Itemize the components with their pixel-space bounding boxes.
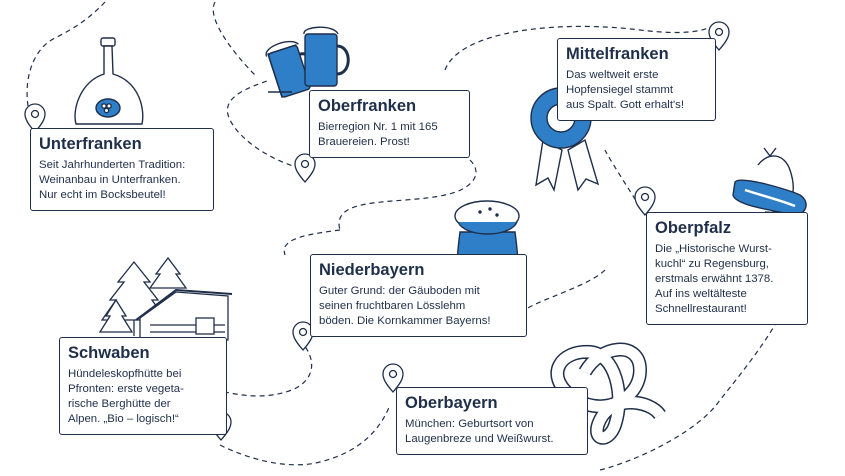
region-description: München: Geburtsort von Laugenbreze und …: [405, 418, 554, 445]
region-title: Oberfranken: [318, 97, 417, 115]
region-card-oberbayern: Oberbayern München: Geburtsort von Lauge…: [396, 387, 588, 455]
map-pin-icon: [382, 363, 404, 393]
region-card-unterfranken: Unterfranken Seit Jahrhunderten Traditio…: [30, 128, 214, 211]
region-description: Die „Historische Wurst- kuchl“ zu Regens…: [655, 243, 774, 315]
region-title: Schwaben: [68, 344, 150, 362]
sausage-icon: [732, 147, 807, 216]
mountain-hut-icon: [98, 256, 233, 341]
map-pin-icon: [292, 321, 314, 351]
region-description: Guter Grund: der Gäuboden mit seinen fru…: [319, 285, 491, 327]
region-description: Seit Jahrhunderten Tradition: Weinanbau …: [39, 159, 186, 201]
map-pin-icon: [294, 153, 316, 183]
region-title: Mittelfranken: [566, 45, 669, 63]
map-pin-icon: [24, 103, 46, 133]
region-title: Unterfranken: [39, 135, 142, 153]
region-description: Hündeleskopfhütte bei Pfronten: erste ve…: [68, 368, 184, 425]
region-description: Das weltweit erste Hopfensiegel stammt a…: [566, 69, 685, 111]
region-card-niederbayern: Niederbayern Guter Grund: der Gäuboden m…: [310, 254, 527, 337]
wine-bottle-icon: [74, 37, 144, 125]
region-card-mittelfranken: Mittelfranken Das weltweit erste Hopfens…: [557, 38, 716, 121]
region-title: Oberbayern: [405, 394, 498, 412]
region-card-oberfranken: Oberfranken Bierregion Nr. 1 mit 165 Bra…: [309, 90, 470, 158]
beer-mugs-icon: [265, 26, 350, 98]
pretzel-icon: [550, 342, 666, 445]
region-description: Bierregion Nr. 1 mit 165 Brauereien. Pro…: [318, 121, 438, 148]
region-title: Niederbayern: [319, 261, 425, 279]
map-pin-icon: [634, 186, 656, 216]
region-title: Oberpfalz: [655, 219, 732, 237]
region-card-schwaben: Schwaben Hündeleskopfhütte bei Pfronten:…: [59, 337, 227, 435]
region-card-oberpfalz: Oberpfalz Die „Historische Wurst- kuchl“…: [646, 212, 808, 325]
